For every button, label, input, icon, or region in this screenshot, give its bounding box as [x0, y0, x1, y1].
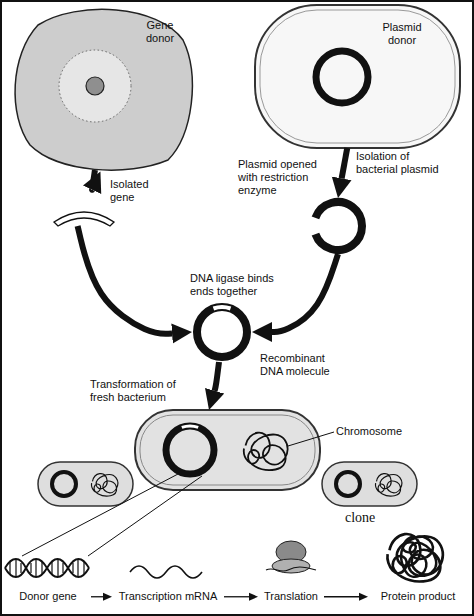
- inserted-gene: [182, 426, 198, 427]
- chromosome-tangle: [92, 474, 118, 496]
- plasmid-ring: [336, 472, 360, 496]
- ribosome-large: [276, 541, 306, 563]
- nucleus: [86, 77, 104, 95]
- process-arrow: [78, 226, 172, 334]
- chromosome-tangle: [376, 474, 402, 496]
- node-label: Protein product: [368, 590, 468, 603]
- annotation: DNA ligase binds ends together: [190, 272, 282, 298]
- protein-fold: [395, 531, 442, 581]
- process-arrow: [272, 254, 338, 332]
- process-step: Protein product: [368, 540, 468, 606]
- callout-label: Chromosome: [336, 425, 416, 438]
- dna-strand: [5, 559, 89, 577]
- leader-line: [88, 476, 202, 556]
- dna-strand: [5, 559, 89, 577]
- node-label: Gene donor: [140, 19, 180, 45]
- process-arrow: [215, 362, 219, 391]
- process-arrow: [324, 596, 359, 597]
- plasmid-ring: [316, 51, 368, 103]
- donor-cell: Gene donor: [8, 5, 193, 170]
- clone-bacterium: [322, 462, 417, 506]
- ribosome-small: [272, 559, 310, 573]
- leader-line: [22, 474, 178, 556]
- node-outline: [52, 208, 116, 226]
- outline-path: [260, 10, 455, 143]
- process-arrow: [342, 148, 348, 178]
- process-step: Donor gene: [5, 540, 91, 606]
- protein-fold: [387, 534, 442, 581]
- plasmid-ring: [52, 472, 76, 496]
- open-plasmid: Plasmid opened with restriction enzyme: [310, 198, 366, 254]
- process-arrow: [92, 170, 95, 190]
- node-label: Transcription mRNA: [112, 590, 224, 603]
- leader-line: [288, 432, 334, 446]
- process-arrow: [91, 596, 103, 597]
- base-pairs: [10, 560, 84, 576]
- node-outline: [255, 5, 460, 148]
- process-arrow: [224, 596, 249, 597]
- node-label: Transformation of fresh bacterium: [90, 378, 185, 404]
- gene-fragment: Isolated gene: [52, 208, 116, 226]
- connectors: [78, 148, 359, 597]
- bacterium: Transformation of fresh bacterium: [135, 410, 320, 490]
- mrna-strand: [266, 567, 316, 571]
- node-label: Translation: [258, 590, 324, 603]
- process-step: Transcription mRNA: [112, 540, 224, 606]
- outline-path: [197, 307, 247, 357]
- edge-label: Isolation of bacterial plasmid: [356, 150, 446, 176]
- outline-path: [315, 202, 362, 250]
- annotation: clone: [345, 510, 395, 526]
- outline-path: [135, 410, 320, 490]
- node-label: Isolated gene: [110, 178, 160, 204]
- mrna-strand: [130, 566, 202, 578]
- outline-path: [54, 212, 114, 226]
- recombinant-plasmid: [166, 426, 214, 474]
- recombinant-plasmid: Recombinant DNA molecule: [192, 302, 252, 362]
- cytoplasm-region: [59, 50, 131, 122]
- node-label: Recombinant DNA molecule: [260, 352, 335, 378]
- process-step: Translation: [258, 540, 324, 606]
- node-outline: [192, 302, 252, 362]
- outline-path: [140, 415, 315, 485]
- node-outline: [310, 198, 366, 254]
- clone-bacterium: [38, 462, 133, 506]
- chromosome-tangle: [244, 433, 288, 470]
- node-label: Donor gene: [5, 590, 91, 603]
- outline-path: [213, 307, 230, 309]
- outline-path: [255, 5, 460, 148]
- node-label: Plasmid donor: [377, 21, 427, 47]
- bacterium: Plasmid donor: [255, 5, 460, 148]
- node-outline: [135, 410, 320, 490]
- outline-path: [15, 9, 192, 170]
- node-label: Plasmid opened with restriction enzyme: [238, 158, 326, 197]
